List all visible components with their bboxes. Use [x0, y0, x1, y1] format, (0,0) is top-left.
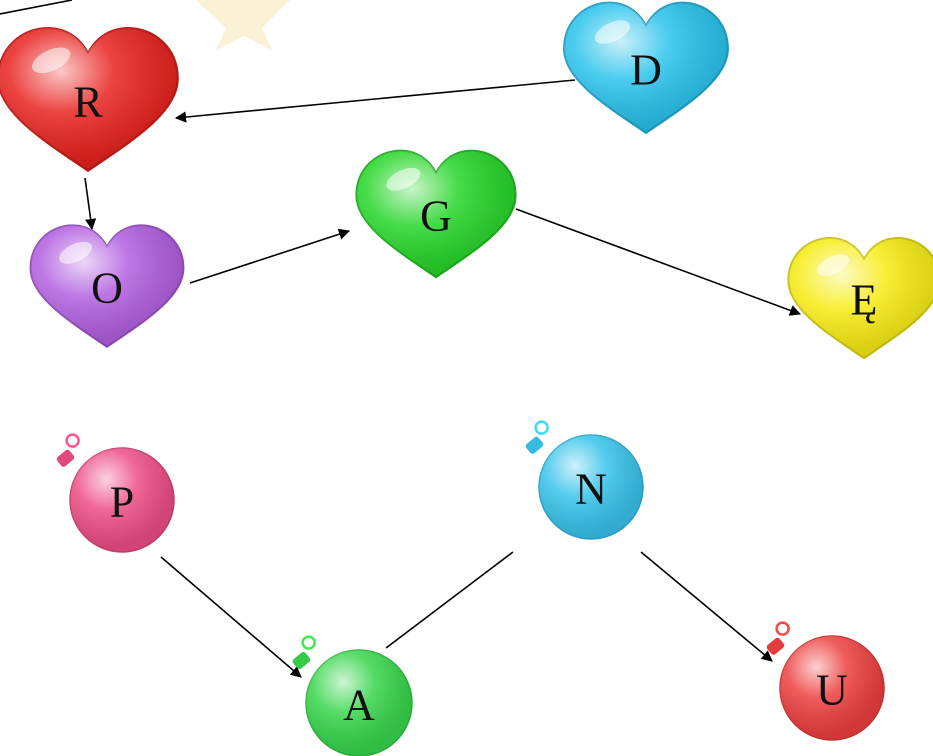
edge-g-to-e [515, 208, 802, 316]
heart-node-e: Ę [787, 237, 933, 360]
node-label-e: Ę [851, 276, 878, 325]
bauble-cap-a [292, 652, 311, 670]
bauble-cap-n [525, 436, 544, 454]
edges-layer [84, 79, 802, 678]
bauble-node-p: P [56, 433, 175, 553]
edge-n-to-a [385, 551, 514, 649]
bauble-loop-a [301, 635, 316, 650]
bauble-cap-u [766, 637, 785, 655]
heart-highlight-e [816, 254, 850, 276]
bauble-loop-u [775, 621, 790, 636]
bauble-loop-p [65, 433, 80, 448]
bauble-loop-n [534, 420, 549, 435]
node-label-u: U [816, 666, 848, 715]
bauble-node-u: U [766, 621, 885, 741]
node-label-g: G [420, 192, 452, 241]
corner-line [0, 0, 73, 15]
bauble-cap-p [56, 449, 75, 467]
node-label-d: D [630, 46, 662, 95]
heart-node-r: R [0, 26, 179, 173]
edge-p-to-a [160, 556, 302, 678]
bauble-node-a: A [292, 635, 413, 756]
edge-n-to-u [640, 551, 773, 662]
bauble-gloss-a [306, 650, 412, 756]
node-label-n: N [575, 465, 607, 514]
node-label-r: R [73, 78, 103, 127]
heart-highlight-o [59, 241, 93, 264]
heart-highlight-d [594, 20, 630, 44]
node-label-a: A [343, 681, 375, 730]
bauble-gloss-p [70, 448, 174, 552]
star-decoration [196, 0, 290, 50]
bauble-gloss-u [780, 636, 884, 740]
heart-node-g: G [355, 149, 517, 279]
node-label-o: O [91, 264, 123, 313]
edge-r-to-o [84, 177, 97, 231]
heart-node-d: D [563, 1, 729, 135]
edge-o-to-g [189, 228, 351, 284]
edge-d-to-r [174, 79, 576, 123]
node-label-p: P [110, 478, 134, 527]
heart-node-o: O [29, 224, 185, 349]
heart-highlight-g [386, 167, 421, 191]
bauble-gloss-n [539, 435, 643, 539]
heart-highlight-r [31, 47, 71, 74]
bauble-node-n: N [525, 420, 644, 540]
